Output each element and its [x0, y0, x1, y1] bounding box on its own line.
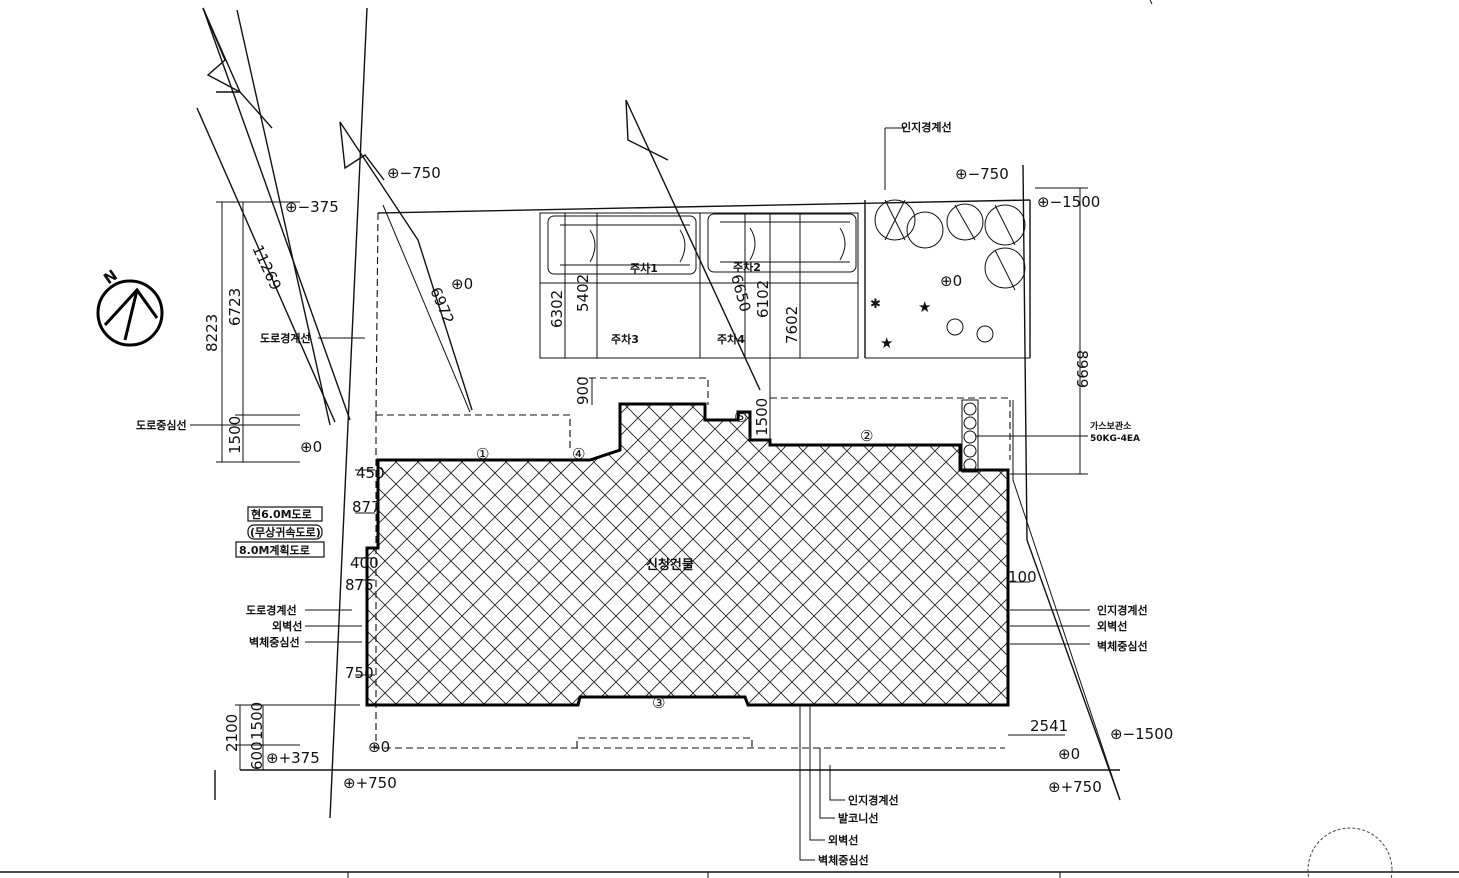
level-marker-0-d: ⊕0	[368, 738, 390, 756]
level-marker-375: ⊕−375	[285, 198, 339, 216]
dim-750: 750	[345, 664, 374, 682]
dim-2100: 2100	[223, 714, 241, 752]
label-road-boundary-top: 도로경계선	[260, 331, 311, 345]
parking-area	[539, 212, 859, 359]
level-marker-750-a: ⊕−750	[387, 164, 441, 182]
label-balcony: 발코니선	[838, 811, 878, 825]
building-label: 신청건물	[646, 557, 694, 573]
dim-6302: 6302	[548, 290, 566, 328]
level-marker-0-e: ⊕0	[1058, 745, 1080, 763]
zone-num-3: ③	[652, 694, 665, 712]
dim-875: 875	[345, 576, 374, 594]
dim-450: 450	[356, 464, 385, 482]
level-marker-1500-a: ⊕−1500	[1037, 193, 1100, 211]
label-road-center: 도로중심선	[136, 418, 187, 432]
shrub-icon-3: ✱	[870, 297, 881, 312]
dim-900: 900	[574, 376, 592, 405]
site-boundary	[214, 199, 1120, 800]
shrub-icon-2: ★	[880, 334, 893, 352]
dimension-lines	[216, 187, 1088, 770]
zone-num-5: ⑤	[734, 408, 747, 426]
dim-877: 877	[352, 498, 381, 516]
label-wall-center-right: 벽체중심선	[1097, 639, 1148, 653]
dim-6650: 6650	[727, 272, 754, 314]
level-marker-750-plus-a: ⊕+750	[343, 774, 397, 792]
level-marker-750-b: ⊕−750	[955, 165, 1009, 183]
dim-400: 400	[350, 554, 379, 572]
leader-lines	[190, 127, 1090, 861]
landscape-area: ★ ★ ✱	[870, 199, 1026, 352]
dim-6723: 6723	[226, 288, 244, 326]
label-adjacent-boundary-right: 인지경계선	[1097, 603, 1148, 617]
north-arrow	[96, 279, 164, 347]
label-outer-wall-left: 외벽선	[272, 619, 302, 633]
road-box-2	[247, 524, 323, 540]
dim-600: 600	[248, 741, 266, 770]
dim-7602: 7602	[783, 306, 801, 344]
dim-8223: 8223	[203, 314, 221, 352]
label-adjacent-boundary-bottom: 인지경계선	[848, 793, 899, 807]
label-road-boundary-left: 도로경계선	[246, 603, 297, 617]
level-marker-750-plus-b: ⊕+750	[1048, 778, 1102, 796]
parking-label-2: 주차2	[733, 260, 761, 274]
road-box-1	[247, 506, 323, 522]
road-box-3-text: 8.0M계획도로	[239, 543, 310, 557]
level-marker-0-c: ⊕0	[940, 272, 962, 290]
label-outer-wall-bottom: 외벽선	[828, 833, 858, 847]
level-marker-1500-b: ⊕−1500	[1110, 725, 1173, 743]
level-marker-0-a: ⊕0	[451, 275, 473, 293]
shrub-icon-1: ★	[918, 298, 931, 316]
zone-num-1: ①	[476, 445, 489, 463]
dim-2541: 2541	[1030, 717, 1068, 735]
label-wall-center-bottom: 벽체중심선	[818, 853, 869, 867]
road-box-1-text: 현6.0M도로	[251, 507, 312, 521]
dim-1500-c: 1500	[248, 702, 266, 740]
level-markers: ⊕−750 ⊕−375 ⊕0 ⊕0 ⊕−750 ⊕−1500 ⊕0 ⊕0 ⊕+3…	[266, 164, 1173, 796]
setback-lines	[375, 212, 1011, 749]
label-wall-center-left: 벽체중심선	[249, 635, 300, 649]
dim-8999: 8999	[1073, 350, 1091, 388]
dim-1500-a: 1500	[226, 416, 244, 454]
dim-100: 100	[1008, 568, 1037, 586]
parking-label-3: 주차3	[611, 332, 639, 346]
label-adjacent-boundary-top: 인지경계선	[901, 120, 952, 134]
zone-num-4: ④	[572, 445, 585, 463]
road-box-3	[235, 541, 325, 558]
dim-5402: 5402	[574, 274, 592, 312]
road-box-2-text: (무상귀속도로)	[250, 525, 321, 539]
parking-label-1: 주차1	[630, 261, 658, 275]
level-marker-0-b: ⊕0	[300, 438, 322, 456]
zone-num-2: ②	[860, 427, 873, 445]
label-gas-storage: 가스보관소	[1090, 420, 1132, 432]
dim-11269: 11269	[248, 242, 284, 293]
label-outer-wall-right: 외벽선	[1097, 619, 1127, 633]
dim-6102: 6102	[754, 280, 772, 318]
level-marker-375-plus: ⊕+375	[266, 749, 320, 767]
building-footprint	[365, 402, 1010, 707]
dim-1500-b: 1500	[753, 398, 771, 436]
label-gas-capacity: 50KG-4EA	[1090, 434, 1140, 444]
road-lines	[196, 7, 1121, 819]
parking-label-4: 주차4	[717, 332, 745, 346]
